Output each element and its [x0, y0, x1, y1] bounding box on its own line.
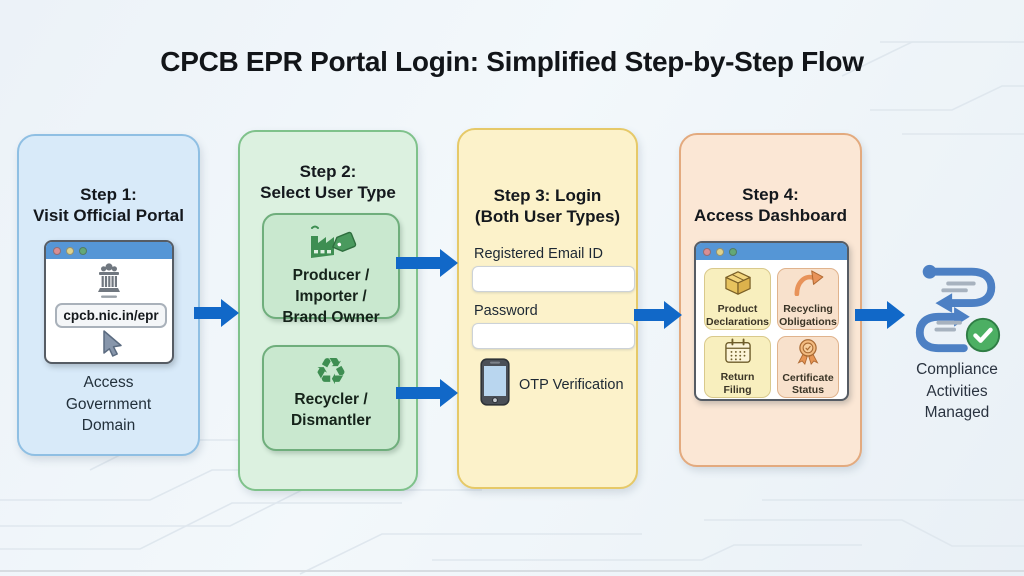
- email-label: Registered Email ID: [474, 246, 603, 262]
- tile-recycling-obligations[interactable]: Recycling Obligations: [777, 268, 839, 330]
- step3-heading-line2: (Both User Types): [474, 207, 621, 227]
- url-field[interactable]: cpcb.nic.in/epr: [55, 303, 167, 328]
- producer-line3: Brand Owner: [282, 308, 380, 326]
- step1-caption: Access Government Domain: [19, 372, 198, 437]
- step1-heading-line1: Step 1:: [80, 185, 137, 204]
- dashboard-window: Product Declarations Recycling Obligatio…: [694, 241, 849, 401]
- dashboard-titlebar: [696, 243, 847, 260]
- outcome-line1: Compliance: [916, 361, 998, 378]
- tile-product-declarations[interactable]: Product Declarations: [704, 268, 772, 330]
- medal-icon: [796, 338, 820, 370]
- step1-heading-line2: Visit Official Portal: [33, 206, 184, 226]
- window-control-dot-green: [729, 247, 737, 256]
- url-text: cpcb.nic.in/epr: [63, 308, 159, 323]
- flow-arrow-step3-step4: [634, 299, 682, 331]
- step3-heading: Step 3: Login (Both User Types): [459, 185, 636, 228]
- window-control-dot-yellow: [66, 246, 74, 255]
- browser-window: cpcb.nic.in/epr: [44, 240, 174, 364]
- step2-heading: Step 2: Select User Type: [240, 161, 416, 204]
- flow-arrow-producer-step3: [396, 247, 458, 279]
- check-circle-icon: [964, 316, 1002, 359]
- tile-label: Recycling Obligations: [779, 303, 837, 328]
- factory-tag-icon: [264, 223, 398, 266]
- recycle-arrow-icon: [792, 270, 824, 301]
- tile-label: Certificate Status: [782, 371, 834, 396]
- smartphone-icon: [480, 358, 510, 411]
- step2-heading-line2: Select User Type: [260, 183, 396, 203]
- flow-arrow-step4-outcome: [855, 299, 905, 331]
- browser-titlebar: [46, 242, 172, 259]
- tile-label: Product Declarations: [706, 303, 770, 328]
- window-control-dot-green: [79, 246, 87, 255]
- step4-heading: Step 4: Access Dashboard: [681, 184, 860, 227]
- otp-label: OTP Verification: [519, 377, 624, 393]
- producer-line2: Importer /: [295, 287, 367, 305]
- producer-card-label: Producer / Importer / Brand Owner: [264, 266, 398, 329]
- outcome-line3: Managed: [924, 404, 990, 422]
- package-icon: [723, 270, 753, 301]
- recycle-icon: ♻: [314, 351, 348, 392]
- user-type-card-recycler[interactable]: ♻ Recycler / Dismantler: [262, 345, 400, 451]
- page-title: CPCB EPR Portal Login: Simplified Step-b…: [160, 46, 864, 77]
- tile-return-filing[interactable]: Return Filing: [704, 336, 772, 398]
- outcome-caption: Compliance Activities Managed: [893, 359, 1021, 424]
- window-control-dot-red: [703, 247, 711, 256]
- password-label: Password: [474, 303, 538, 319]
- recycler-line1: Recycler /: [294, 391, 368, 408]
- india-emblem-icon: [94, 262, 124, 305]
- step2-panel: Step 2: Select User Type Producer: [238, 130, 418, 491]
- step4-panel: Step 4: Access Dashboard: [679, 133, 862, 467]
- recycler-card-label: Recycler / Dismantler: [264, 390, 398, 432]
- flow-arrow-step1-step2: [194, 297, 239, 329]
- step1-caption-line2: Government: [65, 395, 152, 413]
- step2-heading-line1: Step 2:: [299, 162, 357, 181]
- window-control-dot-yellow: [716, 247, 724, 256]
- calendar-icon: [723, 338, 753, 369]
- producer-line1: Producer /: [292, 267, 370, 284]
- user-type-card-producer[interactable]: Producer / Importer / Brand Owner: [262, 213, 400, 326]
- workflow-icon: [908, 258, 1008, 356]
- outcome-line2: Activities: [926, 382, 988, 400]
- window-control-dot-red: [53, 246, 61, 255]
- recycler-line2: Dismantler: [290, 411, 372, 429]
- dashboard-grid: Product Declarations Recycling Obligatio…: [696, 260, 847, 399]
- step1-caption-line3: Domain: [81, 417, 136, 435]
- step1-caption-line1: Access: [83, 374, 134, 391]
- step1-heading: Step 1: Visit Official Portal: [19, 184, 198, 227]
- step3-heading-line1: Step 3: Login: [493, 186, 602, 205]
- step3-panel: Step 3: Login (Both User Types) Register…: [457, 128, 638, 489]
- step4-heading-line2: Access Dashboard: [693, 206, 848, 226]
- cursor-arrow-icon: [102, 330, 126, 362]
- step1-panel: Step 1: Visit Official Portal: [17, 134, 200, 456]
- tile-label: Return Filing: [720, 371, 755, 396]
- password-input[interactable]: [472, 323, 635, 349]
- email-input[interactable]: [472, 266, 635, 292]
- step4-heading-line1: Step 4:: [742, 185, 799, 204]
- tile-certificate-status[interactable]: Certificate Status: [777, 336, 839, 398]
- flow-arrow-recycler-step3: [396, 377, 458, 409]
